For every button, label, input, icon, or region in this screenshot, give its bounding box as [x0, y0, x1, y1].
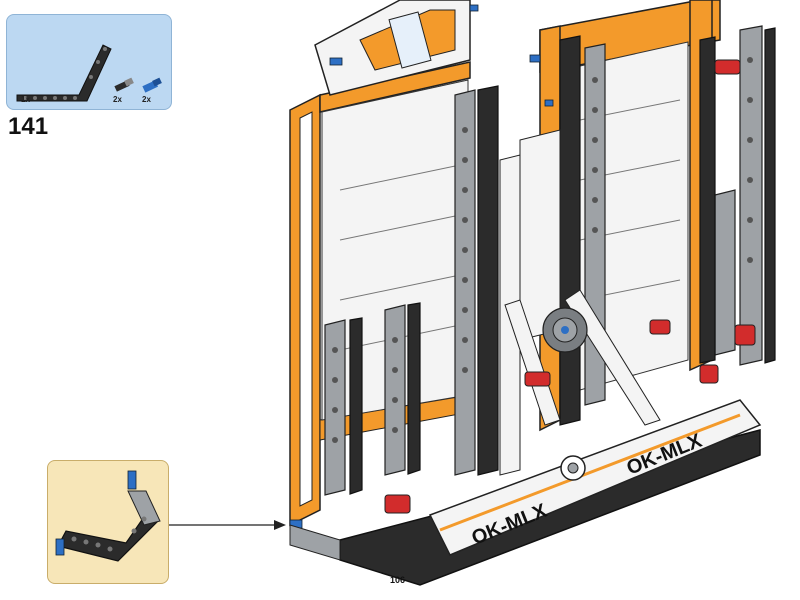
- subassembly-illustration: [55, 470, 161, 562]
- qty-axle-pin-blue: 2x: [142, 95, 151, 104]
- axle-pin-black-part-icon: [114, 77, 134, 92]
- parts-list-illustration: [16, 44, 162, 102]
- axle-pin-blue-part-icon: [142, 77, 162, 93]
- dark-beams: [349, 27, 776, 495]
- qty-bent-beam: 1x: [21, 95, 30, 104]
- step-number: 141: [8, 113, 49, 140]
- qty-axle-pin-black: 2x: [113, 95, 122, 104]
- blue-pin-icon: [55, 538, 65, 556]
- callout-subassembly-panel: [47, 460, 169, 584]
- front-bumper: [428, 399, 762, 556]
- callout-arrow: [168, 520, 286, 530]
- gear-element: [542, 307, 588, 353]
- bent-beam-part-icon: [16, 44, 112, 102]
- top-white-structure: [314, 0, 471, 96]
- page-number: 106: [390, 575, 406, 585]
- parts-list-panel: 1x 2x 2x: [6, 14, 172, 110]
- blue-pin-icon: [127, 470, 137, 490]
- blue-pins: [289, 4, 554, 529]
- red-elements: [384, 59, 756, 514]
